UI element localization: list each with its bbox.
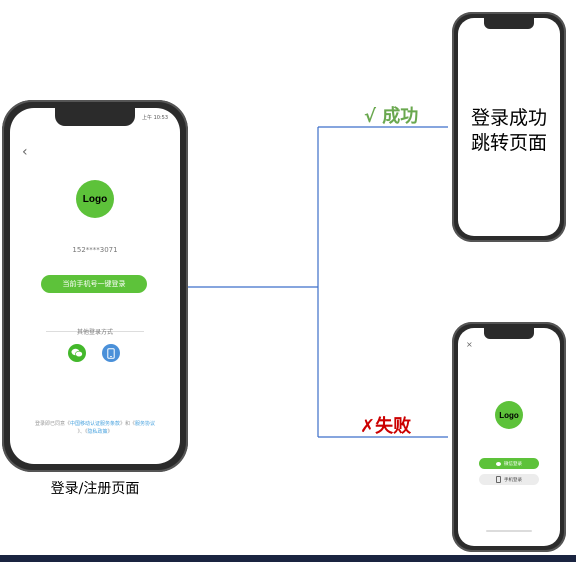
caption-login-register: 登录/注册页面: [50, 481, 140, 497]
failure-app-logo: Logo: [495, 401, 523, 429]
cross-mark-icon: ✗: [360, 416, 376, 437]
other-methods-label: 其他登录方式: [76, 329, 113, 336]
wechat-login-icon[interactable]: [68, 344, 86, 362]
status-time: 上午 10:53: [142, 115, 168, 121]
login-register-phone: 上午 10:53 ‹ Logo 152****3071 当前手机号一键登录 其他…: [2, 100, 188, 472]
success-line-1: 登录成功: [470, 107, 547, 129]
wechat-button-icon: [496, 461, 501, 466]
terms-suffix: 》: [107, 429, 113, 435]
terms-link-cmcc[interactable]: 中国移动认证服务条款: [69, 421, 120, 427]
masked-phone-number: 152****3071: [72, 246, 118, 254]
phone-login-icon[interactable]: [102, 344, 120, 362]
failure-label: ✗失败: [360, 412, 411, 438]
failure-text: 失败: [375, 416, 412, 437]
wechat-icon: [71, 348, 83, 358]
other-methods-divider: [46, 331, 144, 332]
one-click-login-button[interactable]: 当前手机号一键登录: [41, 275, 147, 293]
wechat-login-button[interactable]: 微信登录: [479, 458, 539, 469]
phone-notch: [55, 108, 135, 126]
success-text: 成功: [382, 106, 419, 127]
terms-link-privacy[interactable]: 隐私政策: [87, 429, 108, 435]
phone-screen: 上午 10:53 ‹ Logo 152****3071 当前手机号一键登录 其他…: [10, 108, 180, 464]
failure-phone: × Logo 微信登录 手机登录: [452, 322, 566, 552]
success-phone: 登录成功 跳转页面: [452, 12, 566, 242]
app-logo: Logo: [76, 180, 114, 218]
failure-close-icon[interactable]: ×: [466, 340, 473, 349]
failure-footer-line: [486, 530, 532, 532]
terms-footer: 登录即已同意《中国移动认证服务条款》和《服务协议 》、《隐私政策》: [22, 420, 168, 436]
failure-phone-screen: × Logo 微信登录 手机登录: [458, 328, 560, 546]
check-mark-icon: √: [364, 106, 377, 127]
wechat-button-label: 微信登录: [504, 461, 522, 467]
bottom-bar: [0, 555, 576, 562]
success-line-2: 跳转页面: [470, 132, 547, 154]
phone-button-icon: [496, 476, 501, 483]
mobile-icon: [107, 347, 115, 359]
success-page-text: 登录成功 跳转页面: [458, 106, 560, 156]
back-icon[interactable]: ‹: [22, 144, 28, 160]
terms-prefix2: 》、《: [77, 429, 88, 435]
terms-prefix: 登录即已同意《: [34, 421, 70, 427]
failure-phone-notch: [484, 328, 534, 339]
phone-button-label: 手机登录: [504, 477, 522, 483]
success-label: √ 成功: [364, 102, 418, 128]
terms-link-service[interactable]: 服务协议: [135, 421, 156, 427]
success-phone-notch: [484, 18, 534, 29]
phone-login-button[interactable]: 手机登录: [479, 474, 539, 485]
success-phone-screen: 登录成功 跳转页面: [458, 18, 560, 236]
terms-mid: 》和《: [120, 421, 136, 427]
